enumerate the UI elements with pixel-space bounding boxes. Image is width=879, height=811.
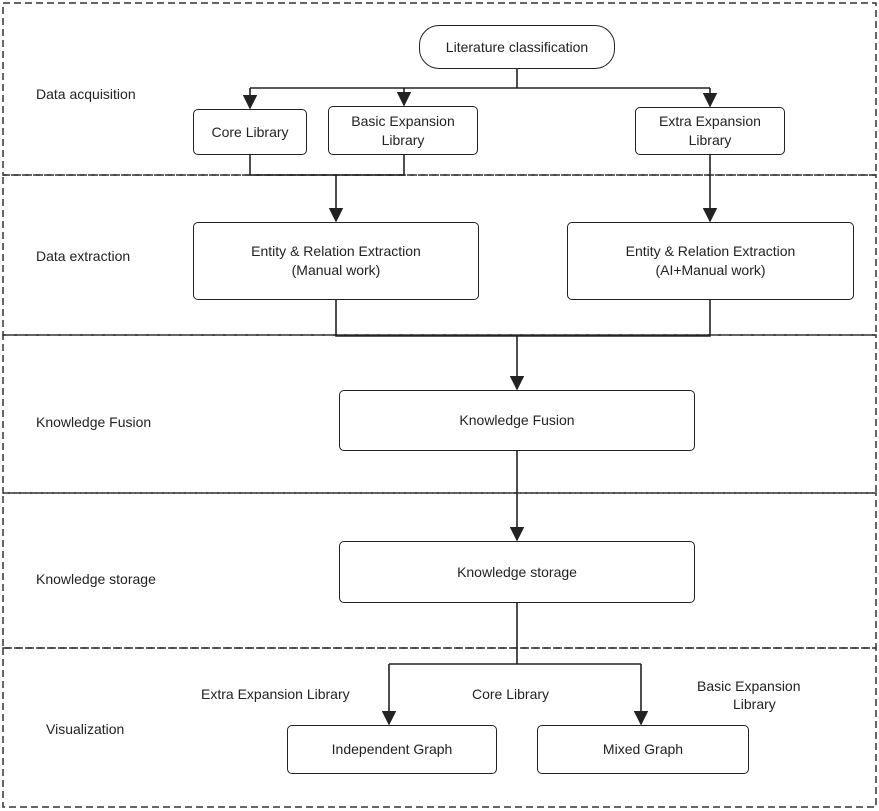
node-core-library: Core Library [193,109,307,155]
node-core-library-label: Core Library [211,123,289,140]
node-manual-extraction: Entity & Relation Extraction (Manual wor… [193,222,479,300]
edge-label-extra-expansion: Extra Expansion Library [201,686,350,702]
node-extra-expansion-library: Extra Expansion Library [635,107,785,155]
node-extra-expansion-label-1: Extra Expansion [659,113,761,129]
node-knowledge-fusion: Knowledge Fusion [339,390,695,451]
stage-label-fusion: Knowledge Fusion [36,414,152,430]
edge-label-basic-expansion-1: Basic Expansion [697,678,801,694]
stage-label-acquisition: Data acquisition [36,86,136,102]
node-ai-extraction-label-1: Entity & Relation Extraction [625,243,796,259]
node-ai-extraction: Entity & Relation Extraction (AI+Manual … [567,222,854,300]
stage-label-storage: Knowledge storage [36,571,156,587]
node-mixed-graph: Mixed Graph [537,725,749,774]
node-knowledge-storage: Knowledge storage [339,541,695,603]
node-basic-expansion-label-1: Basic Expansion [351,112,455,129]
connector-core-basic-merge [249,155,405,176]
node-mixed-graph-label: Mixed Graph [602,741,684,757]
connector-extraction-merge [335,300,711,337]
node-manual-extraction-label-1: Entity & Relation Extraction [251,243,421,259]
stage-frame-fusion [2,334,877,494]
node-manual-extraction-label-2: (Manual work) [291,262,381,278]
edge-label-basic-expansion-2: Library [733,696,776,712]
node-independent-graph: Independent Graph [287,725,497,774]
node-knowledge-fusion-label: Knowledge Fusion [459,412,575,428]
node-basic-expansion-library: Basic Expansion Library [328,106,478,155]
node-knowledge-storage-label: Knowledge storage [457,563,577,580]
edge-label-core: Core Library [472,686,550,702]
stage-label-visualization: Visualization [46,721,125,737]
node-basic-expansion-label-2: Library [381,131,425,148]
node-literature-classification: Literature classification [419,25,615,69]
stage-frame-acquisition [2,2,877,176]
stage-frame-storage [2,492,877,649]
connectors [242,69,718,726]
node-ai-extraction-label-2: (AI+Manual work) [655,262,766,278]
stage-label-extraction: Data extraction [36,248,131,264]
node-extra-expansion-label-2: Library [688,132,732,148]
stage-frame-extraction [2,174,877,336]
stage-frame-visualization [2,647,877,808]
node-independent-graph-label: Independent Graph [331,741,453,757]
node-literature-label: Literature classification [445,38,589,55]
